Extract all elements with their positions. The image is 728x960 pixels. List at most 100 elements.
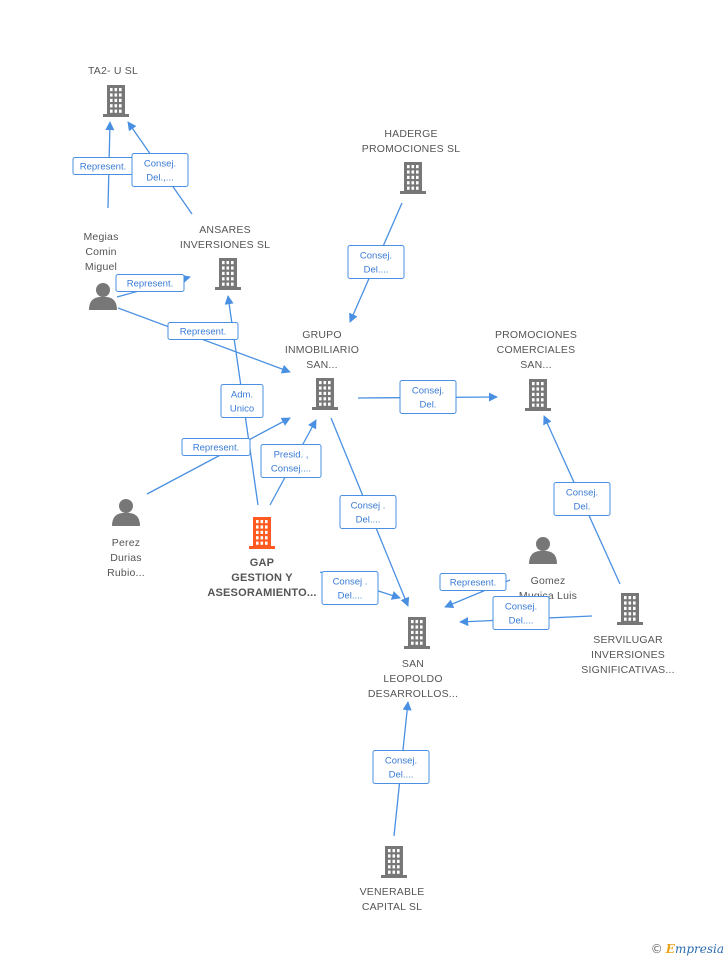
edge-label-e6[interactable]: Adm. Unico [220,384,264,418]
empresia-logo: ©Empresia [650,942,724,956]
node-label: Megias [83,231,118,243]
edge-label-text: Del.... [356,515,381,526]
edge-label-e10[interactable]: Consej . Del.... [339,495,397,529]
person-icon [89,283,117,310]
node-label: DESARROLLOS... [368,688,458,700]
node-label: SIGNIFICATIVAS... [581,664,674,676]
edge-label-box [260,444,322,478]
node-grupo[interactable]: GRUPO INMOBILIARIO SAN... [285,329,359,410]
node-label: CAPITAL SL [362,901,422,913]
edge-label-text: Del. [574,502,591,513]
edge-label-text: Represent. [80,162,126,173]
building-icon [249,517,275,549]
person-icon [112,499,140,526]
edge-label-text: Consej. [505,602,537,613]
edge-label-text: Represent. [450,578,496,589]
edge-label-e15[interactable]: Consej. Del.... [372,750,430,784]
node-label: Comin [85,246,116,258]
node-label: GAP [250,557,274,569]
node-label: COMERCIALES [497,344,576,356]
node-haderge[interactable]: HADERGE PROMOCIONES SL [362,128,460,194]
edge-label-e5[interactable]: Represent. [167,322,239,340]
node-label: INMOBILIARIO [285,344,359,356]
copyright-icon: © [650,942,663,956]
edge-label-text: Unico [230,404,254,415]
edge-label-e14[interactable]: Consej. Del.... [492,596,550,630]
edge-label-box [492,596,550,630]
edge-label-box [181,438,251,456]
edge-label-box [372,750,430,784]
edge-label-text: Represent. [180,327,226,338]
building-icon [404,617,430,649]
edge-label-box [347,245,405,279]
building-icon [381,846,407,878]
node-label: TA2- U SL [88,65,138,77]
node-label: SAN... [306,359,338,371]
edge-label-box [399,380,457,414]
edge-label-text: Consej . [351,501,386,512]
edge-label-text: Del.,... [146,173,173,184]
building-icon [525,379,551,411]
node-label: SERVILUGAR [593,634,663,646]
node-servilugar[interactable]: SERVILUGAR INVERSIONES SIGNIFICATIVAS... [581,593,675,676]
edge-label-text: Represent. [127,279,173,290]
edge-label-box [131,153,189,187]
edge-label-box [339,495,397,529]
edge-label-text: Consej. [360,251,392,262]
edge-label-e12[interactable]: Consej . Del.... [321,571,379,605]
building-icon [215,258,241,290]
node-label: GESTION Y [231,572,293,584]
edge-label-box [553,482,611,516]
building-icon [617,593,643,625]
node-label: HADERGE [384,128,437,140]
edge-label-text: Consej. [144,159,176,170]
edge-label-e4[interactable]: Represent. [115,274,185,292]
node-label: INVERSIONES [591,649,665,661]
edge-label-text: Del.... [364,265,389,276]
edge-label-text: Presid. , [274,450,309,461]
node-perez[interactable]: PerezDuriasRubio... [107,499,145,579]
edge-label-text: Del. [420,400,437,411]
edge-label-box [321,571,379,605]
edge-label-e11[interactable]: Consej. Del. [553,482,611,516]
edge-label-text: Del.... [338,591,363,602]
node-label: SAN... [520,359,552,371]
node-label: SAN [402,658,424,670]
node-label: Perez [112,537,140,549]
node-label: GRUPO [302,329,342,341]
edge-label-text: Consej. [385,756,417,767]
node-label: LEOPOLDO [383,673,442,685]
edge-label-box [220,384,264,418]
building-icon [400,162,426,194]
edge-label-text: Del.... [389,770,414,781]
edge-label-box [167,322,239,340]
edge-label-text: Consej . [333,577,368,588]
edge-label-e9[interactable]: Consej. Del. [399,380,457,414]
edge-label-text: Consej. [412,386,444,397]
edge-label-e8[interactable]: Presid. ,Consej.... [260,444,322,478]
edge-label-e2[interactable]: Consej. Del.,... [131,153,189,187]
node-promociones[interactable]: PROMOCIONESCOMERCIALESSAN... [495,329,577,411]
node-label: Durias [110,552,142,564]
edge-label-e1[interactable]: Represent. [72,157,134,175]
edge-label-e3[interactable]: Consej. Del.... [347,245,405,279]
edge-label-text: Consej. [566,488,598,499]
node-label: PROMOCIONES SL [362,143,460,155]
edge-label-text: Del.... [509,616,534,627]
node-sanleopoldo[interactable]: SAN LEOPOLDO DESARROLLOS... [368,617,458,700]
edge-label-text: Adm. [231,390,253,401]
person-icon [529,537,557,564]
edge-label-e7[interactable]: Represent. [181,438,251,456]
node-label: Miguel [85,261,117,273]
edge-label-e13[interactable]: Represent. [439,573,507,591]
node-ta2[interactable]: TA2- U SL [88,65,138,117]
node-label: ANSARES [199,224,251,236]
node-label: Gomez [531,575,566,587]
node-label: Rubio... [107,567,145,579]
